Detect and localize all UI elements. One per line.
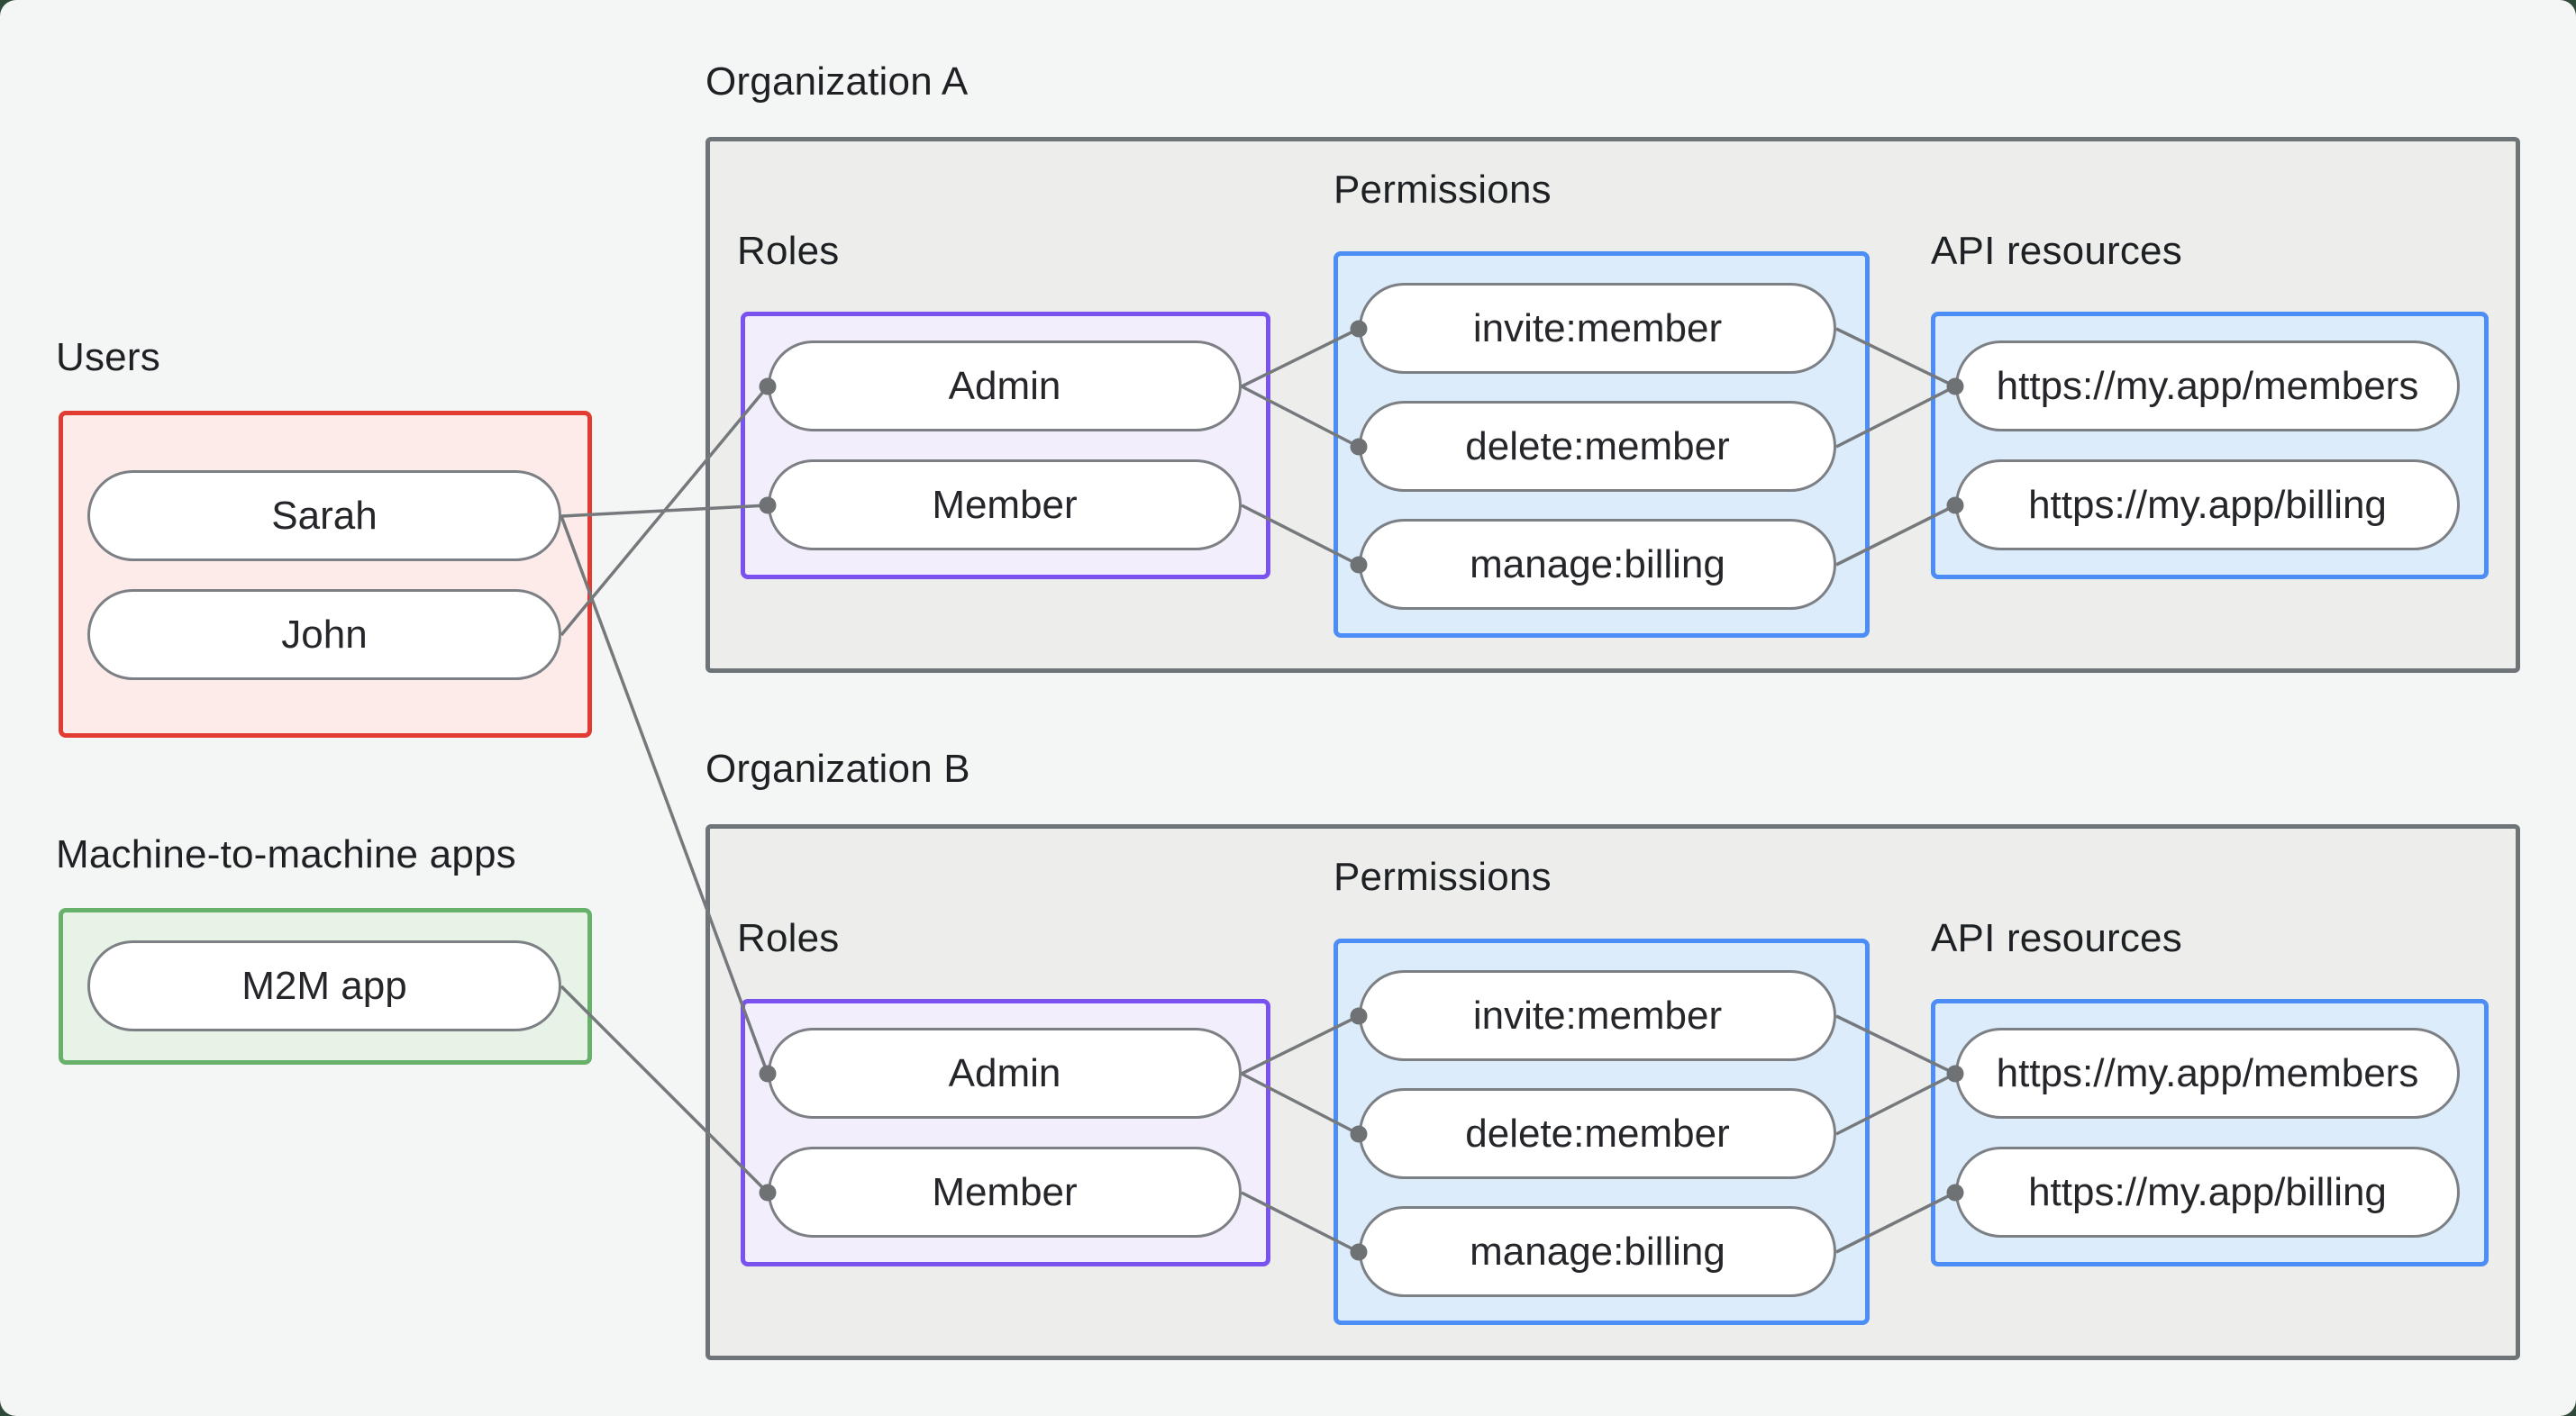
user-node-john: John xyxy=(87,589,561,680)
org-a-title: Organization A xyxy=(705,59,969,104)
users-group-label: Users xyxy=(56,335,160,379)
org-b-permission-delete: delete:member xyxy=(1359,1088,1836,1179)
org-b-role-admin-label: Admin xyxy=(948,1050,1061,1095)
m2m-group-label: Machine-to-machine apps xyxy=(56,832,516,876)
org-b-api-billing: https://my.app/billing xyxy=(1955,1147,2460,1238)
users-group-box xyxy=(59,411,592,738)
org-b-permission-billing-label: manage:billing xyxy=(1470,1229,1725,1274)
org-b-permission-billing: manage:billing xyxy=(1359,1206,1836,1297)
org-b-permission-delete-label: delete:member xyxy=(1465,1111,1730,1156)
org-a-permission-invite-label: invite:member xyxy=(1472,305,1723,350)
org-b-api-members-label: https://my.app/members xyxy=(1996,1050,2419,1095)
org-b-role-member-label: Member xyxy=(932,1169,1078,1214)
org-b-api-label: API resources xyxy=(1931,916,2182,960)
org-a-permission-delete-label: delete:member xyxy=(1465,423,1730,468)
org-b-role-admin: Admin xyxy=(768,1028,1242,1119)
org-b-permissions-label: Permissions xyxy=(1334,855,1552,899)
org-a-roles-label: Roles xyxy=(737,229,840,273)
org-a-permission-billing-label: manage:billing xyxy=(1470,541,1725,586)
org-a-permission-billing: manage:billing xyxy=(1359,519,1836,610)
org-a-role-member: Member xyxy=(768,459,1242,550)
m2m-app-node-label: M2M app xyxy=(241,963,407,1008)
user-node-john-label: John xyxy=(281,612,368,657)
org-b-permission-invite: invite:member xyxy=(1359,970,1836,1061)
org-a-permission-delete: delete:member xyxy=(1359,401,1836,492)
org-b-api-members: https://my.app/members xyxy=(1955,1028,2460,1119)
user-node-sarah-label: Sarah xyxy=(271,493,378,538)
org-a-permission-invite: invite:member xyxy=(1359,283,1836,374)
org-b-permission-invite-label: invite:member xyxy=(1472,993,1723,1038)
user-node-sarah: Sarah xyxy=(87,470,561,561)
org-b-api-billing-label: https://my.app/billing xyxy=(2028,1169,2387,1214)
org-b-role-member: Member xyxy=(768,1147,1242,1238)
org-a-api-label: API resources xyxy=(1931,229,2182,273)
org-a-api-members: https://my.app/members xyxy=(1955,340,2460,431)
org-a-api-billing: https://my.app/billing xyxy=(1955,459,2460,550)
org-a-role-member-label: Member xyxy=(932,482,1078,527)
org-a-permissions-label: Permissions xyxy=(1334,168,1552,212)
org-b-roles-label: Roles xyxy=(737,916,840,960)
org-b-title: Organization B xyxy=(705,747,970,791)
org-a-api-billing-label: https://my.app/billing xyxy=(2028,482,2387,527)
org-a-role-admin-label: Admin xyxy=(948,363,1061,408)
org-a-api-members-label: https://my.app/members xyxy=(1996,363,2419,408)
org-a-role-admin: Admin xyxy=(768,340,1242,431)
m2m-app-node: M2M app xyxy=(87,940,561,1031)
